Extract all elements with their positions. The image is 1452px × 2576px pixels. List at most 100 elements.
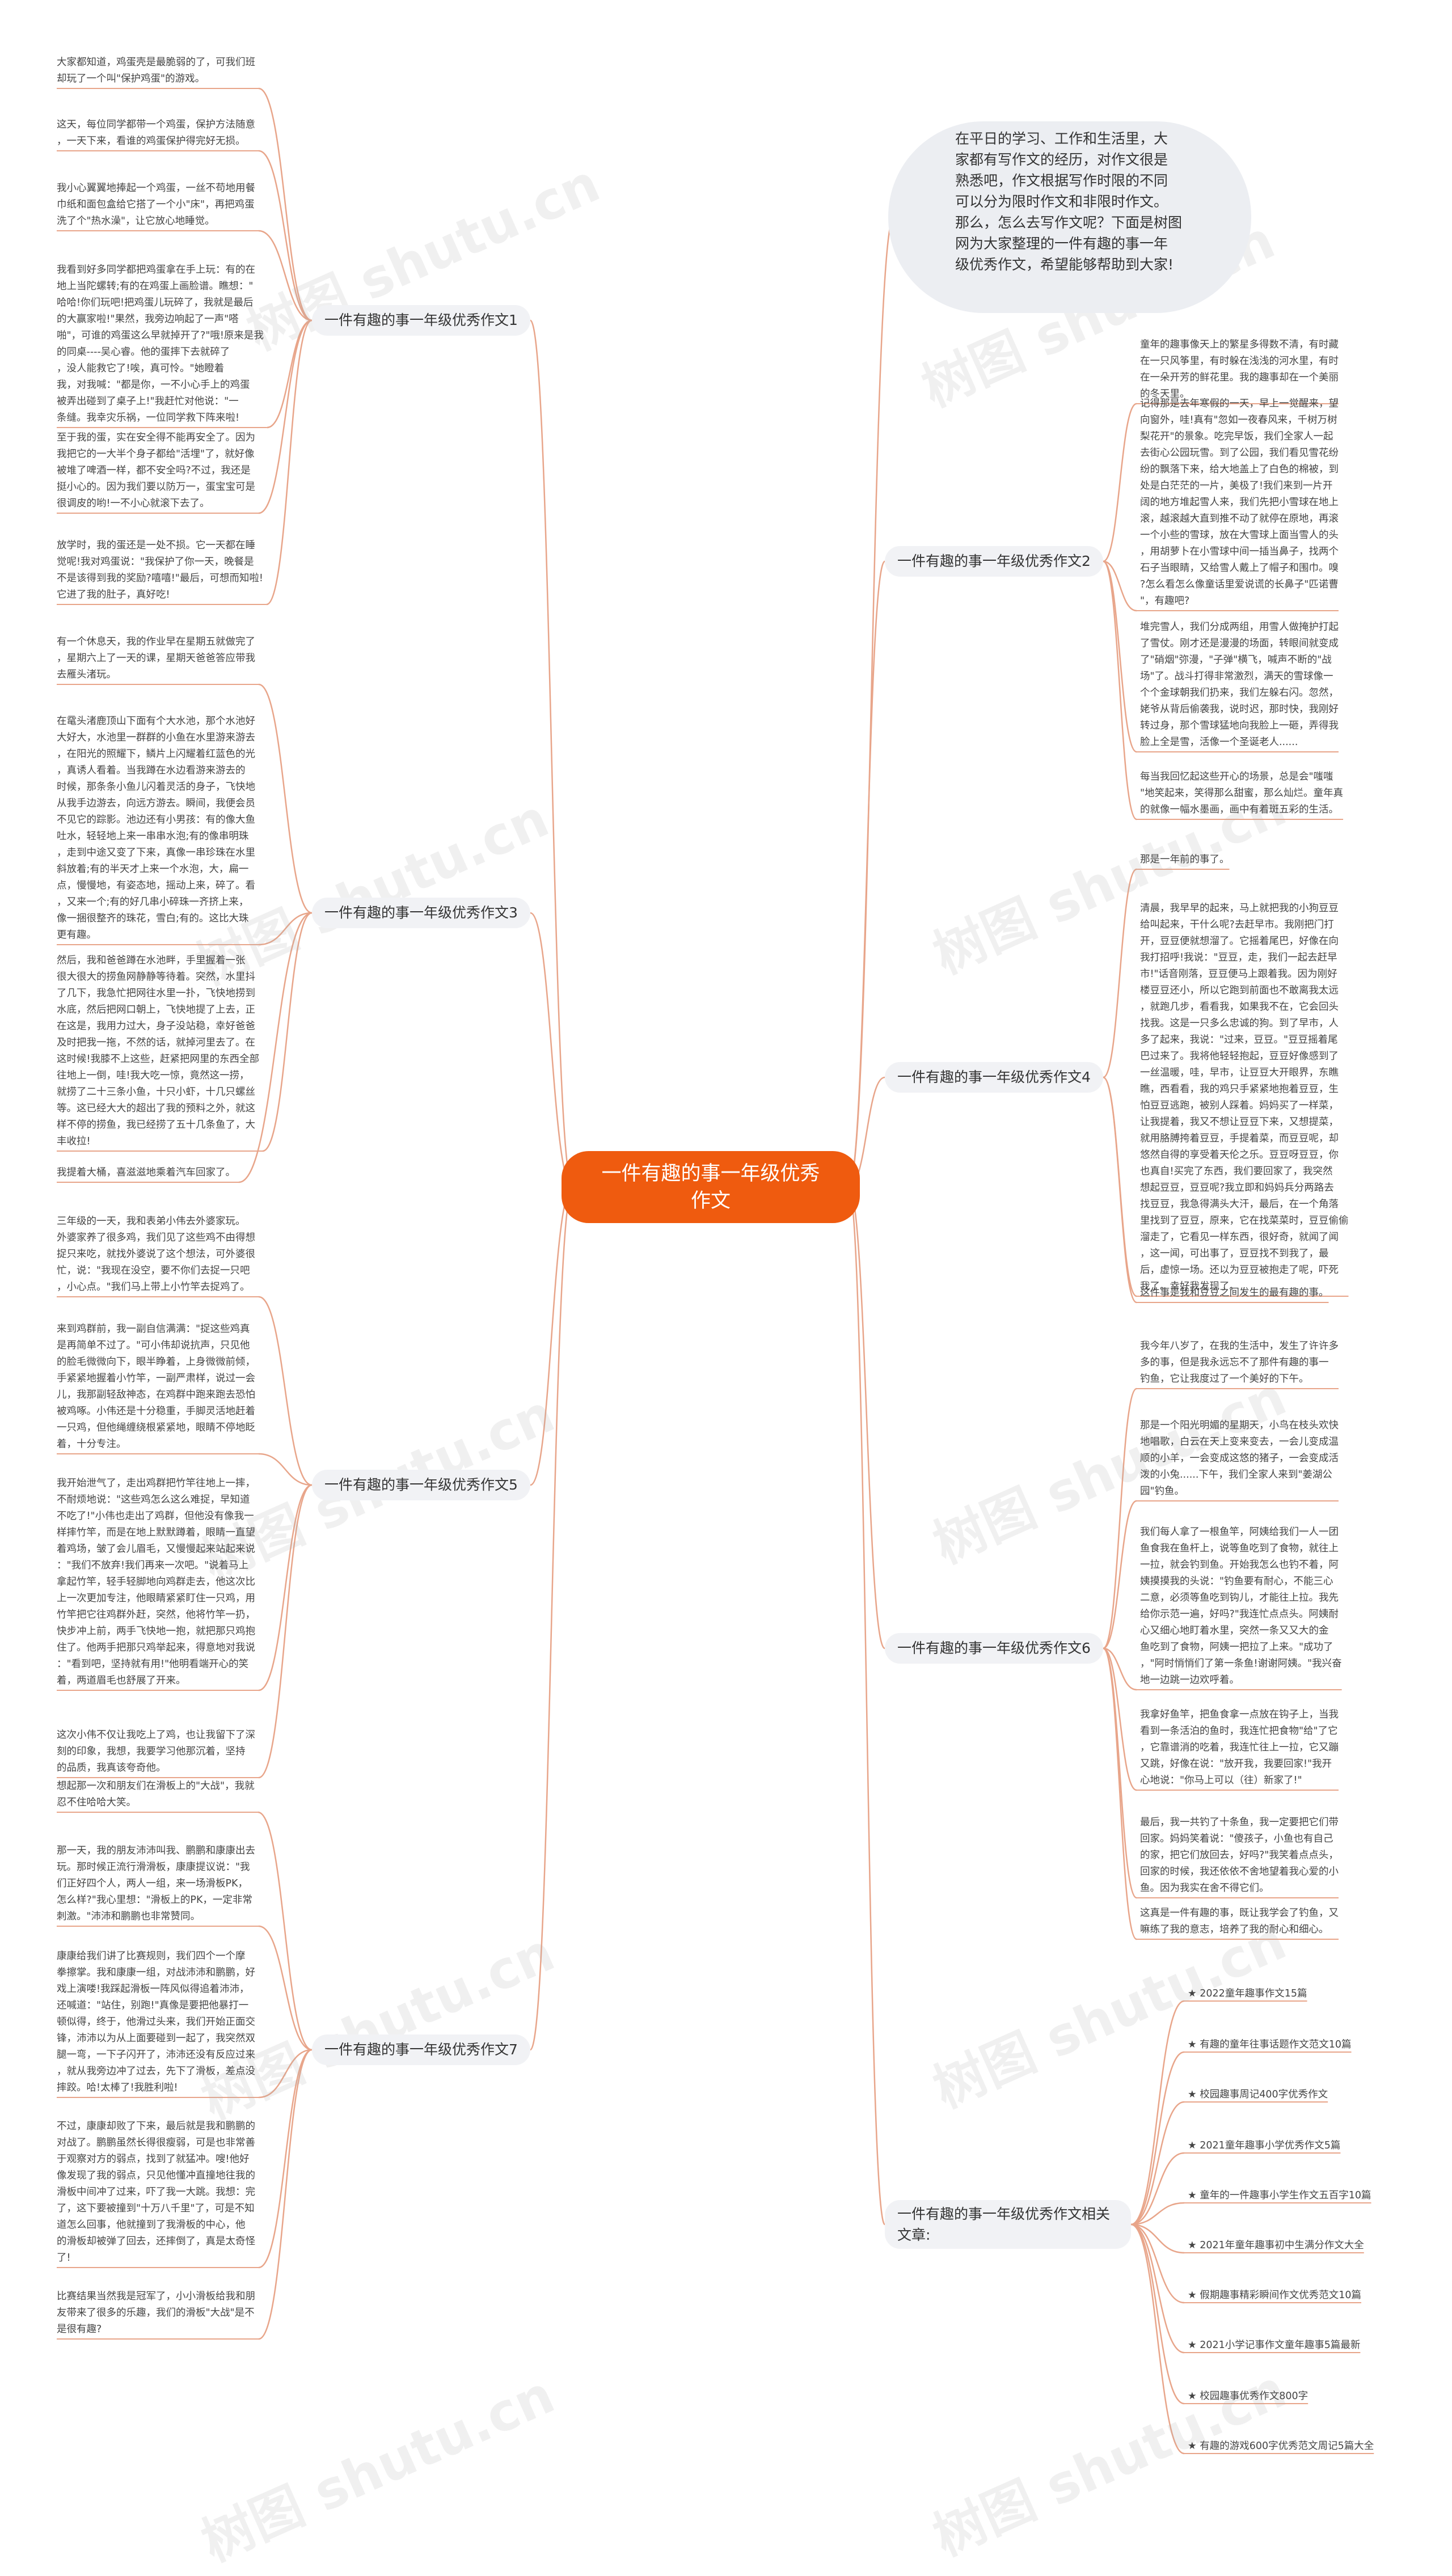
branch-to-leaf-connector	[1130, 2223, 1185, 2254]
essay-paragraph: 来到鸡群前，我一副自信满满："捉这些鸡真 是再简单不过了。"可小伟却说抗声，只见…	[57, 1323, 255, 1450]
root-to-branch-connector	[530, 912, 573, 1188]
essay-paragraph: 这次小伟不仅让我吃上了鸡，也让我留下了深 刻的印象，我想，我要学习他那沉着，坚持…	[57, 1729, 255, 1774]
essay-paragraph: 这件事是我和豆豆之间发生的最有趣的事。	[1140, 1287, 1329, 1298]
essay-paragraph: 清晨，我早早的起来，马上就把我的小狗豆豆 给叫起来，干什么呢?去赶早市。我刚把门…	[1140, 903, 1349, 1292]
branch-node-4[interactable]: 一件有趣的事一年级优秀作文4	[885, 1062, 1103, 1093]
related-article-link[interactable]: ★ 童年的一件趣事小学生作文五百字10篇	[1188, 2190, 1371, 2201]
essay-paragraph: 我看到好多同学都把鸡蛋拿在手上玩：有的在 地上当陀螺转;有的在鸡蛋上画脸谱。瞧想…	[57, 264, 264, 424]
related-article-link[interactable]: ★ 校园趣事周记400字优秀作文	[1188, 2089, 1328, 2100]
branch-to-leaf-connector	[267, 319, 313, 429]
branch-to-leaf-connector	[1103, 1647, 1137, 1791]
root-to-branch-connector	[529, 1186, 574, 2051]
branch-to-leaf-connector	[1130, 2152, 1185, 2226]
branch-to-leaf-connector	[258, 319, 313, 514]
branch-to-leaf-connector	[258, 683, 313, 914]
related-article-link[interactable]: ★ 有趣的童年往事话题作文范文10篇	[1188, 2039, 1352, 2050]
essay-paragraph: 不过，康康却败了下来，最后就是我和鹏鹏的 对战了。鹏鹏虽然长得很瘦弱，可是也非常…	[57, 2121, 255, 2264]
branch-to-leaf-connector	[258, 230, 313, 322]
branch-to-leaf-connector	[1103, 1647, 1137, 1899]
branch-to-leaf-connector	[1130, 2223, 1185, 2455]
essay-paragraph: 然后，我和爸爸蹲在水池畔，手里握着一张 很大很大的捞鱼网静静等待着。突然，水里抖…	[57, 955, 260, 1147]
branch-to-leaf-connector	[238, 912, 313, 1183]
essay-paragraph: 我小心翼翼地捧起一个鸡蛋，一丝不苟地用餐 巾纸和面包盒给它搭了一个小"床"，再把…	[57, 183, 255, 227]
essay-paragraph: 记得那是去年寒假的一天，早上一觉醒来，望 向窗外，哇!真有"忽如一夜春风来，千树…	[1140, 398, 1339, 607]
essay-paragraph: 在鼋头渚鹿顶山下面有个大水池，那个水池好 大好大，水池里一群群的小鱼在水里游来游…	[57, 716, 255, 941]
branch-node-3[interactable]: 一件有趣的事一年级优秀作文3	[312, 898, 530, 928]
related-article-link[interactable]: ★ 2021年童年趣事初中生满分作文大全	[1188, 2240, 1364, 2251]
essay-paragraph: 比赛结果当然我是冠军了，小小滑板给我和朋 友带来了很多的乐趣，我们的滑板"大战"…	[57, 2291, 255, 2335]
essay-paragraph: 大家都知道，鸡蛋壳是最脆弱的了，可我们班 却玩了一个叫"保护鸡蛋"的游戏。	[57, 57, 255, 84]
essay-paragraph: 想起那一次和朋友们在滑板上的"大战"，我就 忍不住哈哈大笑。	[57, 1780, 255, 1808]
essay-paragraph: 最后，我一共钓了十条鱼，我一定要把它们带 回家。妈妈笑着说："傻孩子，小鱼也有自…	[1140, 1817, 1339, 1894]
branch-to-leaf-connector	[1103, 560, 1137, 612]
related-article-link[interactable]: ★ 有趣的游戏600字优秀范文周记5篇大全	[1188, 2440, 1374, 2452]
branch-to-leaf-connector	[262, 912, 313, 1152]
essay-paragraph: 每当我回忆起这些开心的场景，总是会"嗤嗤 "地笑起来，笑得那么甜蜜，那么灿烂。童…	[1140, 771, 1344, 815]
root-to-branch-connector	[529, 319, 574, 1188]
branch-to-leaf-connector	[258, 1296, 313, 1486]
mindmap-connectors	[57, 87, 1374, 2455]
branch-to-leaf-connector	[1130, 2223, 1185, 2354]
essay-paragraph: 童年的趣事像天上的繁星多得数不清，有时藏 在一只风筝里，有时躲在浅浅的河水里，有…	[1140, 339, 1339, 400]
related-article-link[interactable]: ★ 2021童年趣事小学优秀作文5篇	[1188, 2140, 1341, 2151]
branch-to-leaf-connector	[1103, 560, 1137, 753]
branch-to-leaf-connector	[1130, 2101, 1185, 2226]
root-to-branch-connector	[847, 560, 886, 1188]
branch-to-leaf-connector	[266, 319, 313, 606]
related-article-link[interactable]: ★ 2022童年趣事作文15篇	[1188, 1988, 1307, 1999]
essay-paragraph: 至于我的蛋，实在安全得不能再安全了。因为 我把它的一大半个身子都给"活埋"了，就…	[57, 432, 255, 509]
essay-paragraph: 那是一个阳光明媚的星期天，小鸟在枝头欢快 地唱歌，白云在天上变来变去，一会儿变成…	[1140, 1420, 1339, 1497]
essay-paragraph: 那是一年前的事了。	[1140, 854, 1230, 865]
related-article-link[interactable]: ★ 2021小学记事作文童年趣事5篇最新	[1188, 2340, 1361, 2351]
branch-to-leaf-connector	[258, 2049, 313, 2099]
branch-to-leaf-connector	[1103, 1076, 1137, 1304]
branch-to-leaf-connector	[1130, 2223, 1185, 2405]
branch-to-leaf-connector	[258, 1453, 313, 1486]
branch-to-leaf-connector	[1103, 1647, 1137, 1691]
branch-to-leaf-connector	[258, 87, 313, 322]
essay-paragraph: 有一个休息天，我的作业早在星期五就做完了 ，星期六上了一天的课，星期天爸爸答应带…	[57, 636, 255, 680]
essay-paragraph: 我今年八岁了，在我的生活中，发生了许许多 多的事，但是我永远忘不了那件有趣的事一…	[1140, 1340, 1339, 1385]
branch-to-leaf-connector	[1103, 1388, 1137, 1649]
branch-to-leaf-connector	[258, 912, 313, 946]
branch-to-leaf-connector	[258, 2049, 313, 2340]
essay-paragraph: 放学时，我的蛋还是一处不损。它一天都在睡 觉呢!我对鸡蛋说："我保护了你一天，晚…	[57, 540, 263, 600]
related-article-link[interactable]: ★ 假期趣事精彩瞬间作文优秀范文10篇	[1188, 2290, 1362, 2301]
essay-paragraph: 堆完雪人，我们分成两组，用雪人做掩护打起 了雪仗。刚才还是漫漫的场面，转眼间就变…	[1140, 621, 1339, 748]
branch-node-2[interactable]: 一件有趣的事一年级优秀作文2	[885, 546, 1103, 577]
branch-to-leaf-connector	[258, 1925, 313, 2051]
branch-node-1[interactable]: 一件有趣的事一年级优秀作文1	[312, 305, 530, 336]
branch-to-leaf-connector	[258, 1484, 313, 1779]
branch-to-leaf-connector	[1103, 560, 1137, 820]
branch-to-leaf-connector	[1103, 868, 1137, 1078]
related-article-link[interactable]: ★ 校园趣事优秀作文800字	[1188, 2391, 1309, 2402]
branch-to-leaf-connector	[258, 150, 313, 322]
essay-paragraph: 那一天，我的朋友沛沛叫我、鹏鹏和康康出去 玩。那时候正流行滑滑板，康康提议说："…	[57, 1845, 255, 1922]
branch-to-leaf-connector	[1130, 2202, 1185, 2226]
branch-to-leaf-connector	[1130, 2223, 1185, 2304]
essay-paragraph: 这天，每位同学都带一个鸡蛋，保护方法随意 ，一天下来，看谁的鸡蛋保护得完好无损。	[57, 119, 255, 147]
essay-paragraph: 我开始泄气了，走出鸡群把竹竿往地上一摔， 不耐烦地说："这些鸡怎么这么难捉，早知…	[57, 1478, 255, 1686]
essay-paragraph: 我提着大桶，喜滋滋地乘着汽车回家了。	[57, 1167, 235, 1178]
essay-paragraph: 这真是一件有趣的事，既让我学会了钓鱼，又 嘛练了我的意志，培养了我的耐心和细心。	[1140, 1907, 1339, 1935]
branch-node-related[interactable]: 一件有趣的事一年级优秀作文相关 文章:	[885, 2200, 1131, 2249]
root-to-branch-connector	[847, 1186, 886, 2226]
branch-to-leaf-connector	[1103, 1647, 1137, 1940]
root-node[interactable]: 一件有趣的事一年级优秀 作文	[562, 1151, 860, 1223]
branch-node-7[interactable]: 一件有趣的事一年级优秀作文7	[312, 2034, 530, 2065]
branch-node-6[interactable]: 一件有趣的事一年级优秀作文6	[885, 1633, 1103, 1664]
branch-to-leaf-connector	[258, 1484, 313, 1691]
branch-to-leaf-connector	[1130, 2051, 1185, 2226]
branch-to-leaf-connector	[1103, 1500, 1137, 1649]
branch-to-leaf-connector	[1103, 403, 1137, 562]
branch-to-leaf-connector	[258, 2049, 313, 2269]
essay-paragraph: 三年级的一天，我和表弟小伟去外婆家玩。 外婆家养了很多鸡，我们见了这些鸡不由得想…	[57, 1216, 255, 1293]
root-to-branch-connector	[847, 1186, 886, 1649]
essay-paragraph: 我们每人拿了一根鱼竿，阿姨给我们一人一团 鱼食我在鱼杆上，说等鱼吃到了食物，就往…	[1140, 1526, 1342, 1686]
branch-to-leaf-connector	[1130, 2000, 1185, 2226]
branch-node-5[interactable]: 一件有趣的事一年级优秀作文5	[312, 1470, 530, 1500]
branch-to-leaf-connector	[258, 1811, 313, 2051]
intro-bubble: 在平日的学习、工作和生活里，大 家都有写作文的经历，对作文很是 熟悉吧，作文根据…	[888, 121, 1251, 313]
essay-paragraph: 我拿好鱼竿，把鱼食拿一点放在钩子上，当我 看到一条活泊的鱼时，我连忙把食物"给"…	[1140, 1709, 1339, 1786]
essay-paragraph: 康康给我们讲了比赛规则，我们四个一个摩 拳擦掌。我和康康一组，对战沛沛和鹏鹏，好…	[57, 1951, 255, 2093]
